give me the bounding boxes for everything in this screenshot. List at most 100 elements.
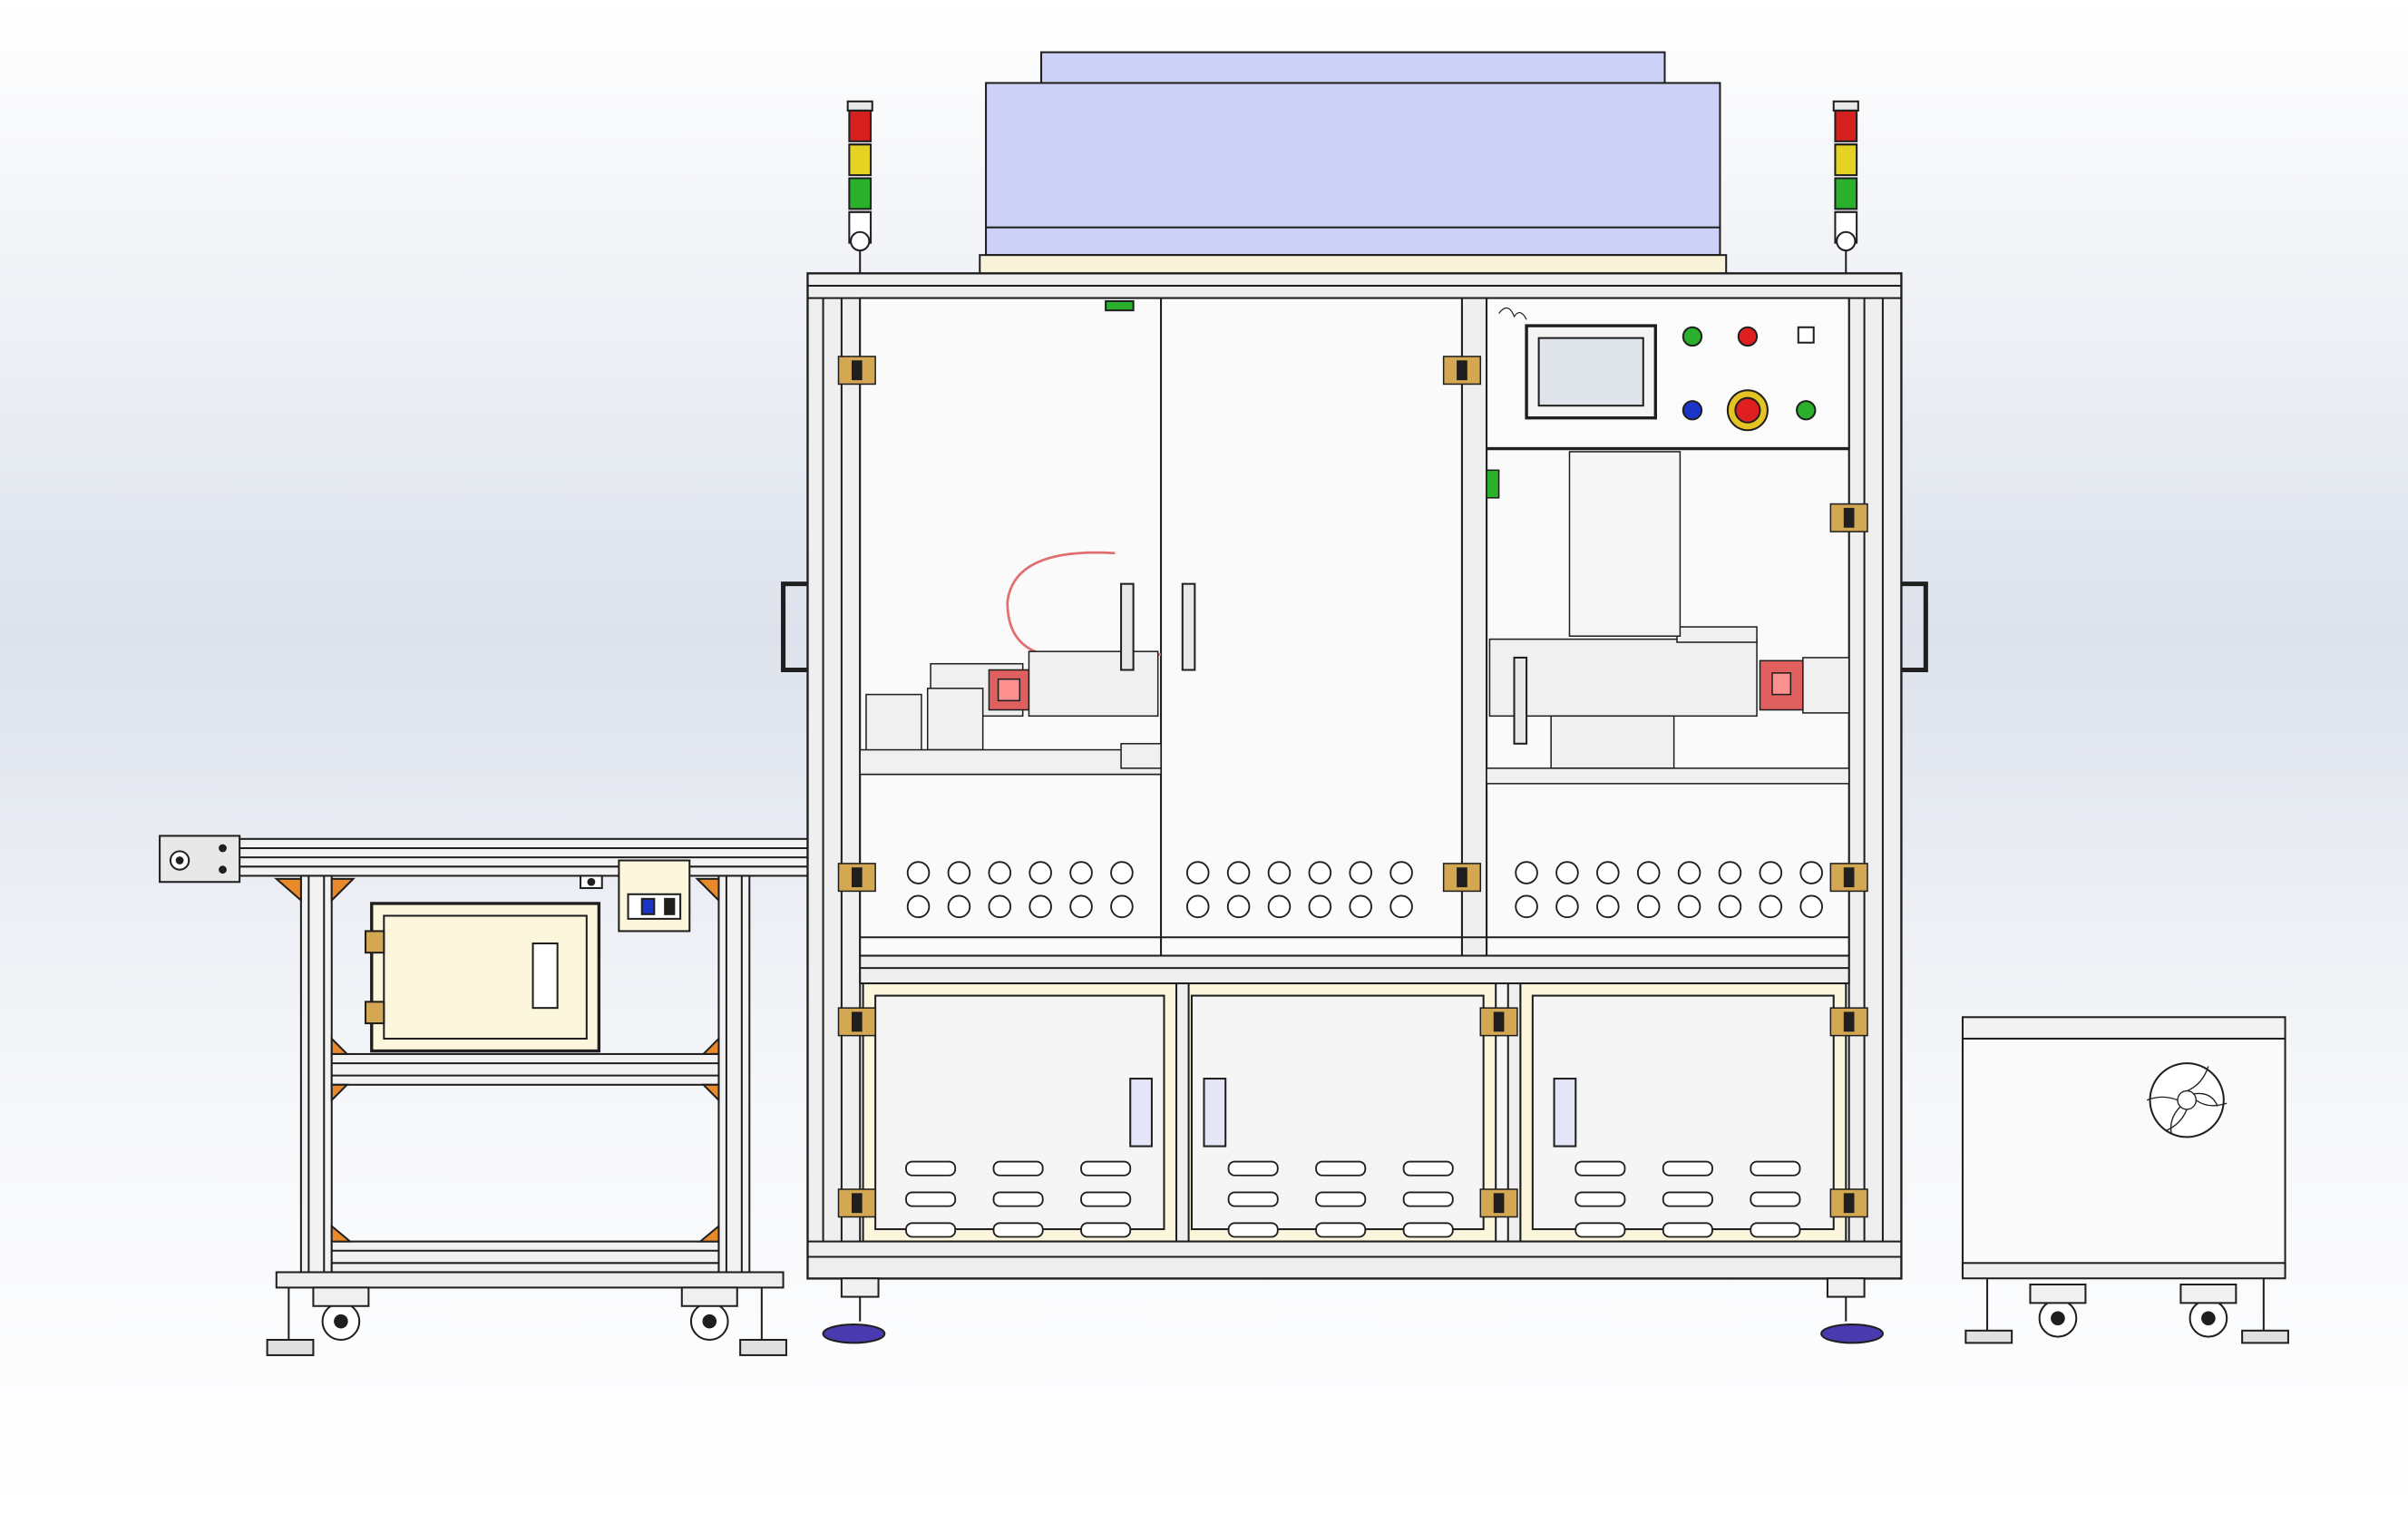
ventilation-holes [906, 861, 1823, 919]
vent-hole [1267, 861, 1292, 884]
hinge-bracket [837, 1007, 876, 1037]
vent-slot [1227, 1191, 1279, 1207]
left-mechanism [859, 551, 1162, 776]
door-handle[interactable] [1513, 656, 1528, 745]
vent-hole [1029, 861, 1052, 884]
vent-slot [1227, 1160, 1279, 1177]
vent-hole [1069, 894, 1093, 919]
reset-button-icon[interactable] [1682, 400, 1703, 421]
hinge-bracket [1829, 1188, 1868, 1218]
vent-hole [1515, 894, 1538, 919]
door-handle[interactable] [1181, 582, 1196, 671]
hinge-bracket [837, 356, 876, 386]
hinge-bracket [1829, 1007, 1868, 1037]
vent-hole [1349, 894, 1372, 919]
signal-lamp [1834, 109, 1858, 142]
vent-hole [1718, 861, 1742, 884]
vent-slot [992, 1160, 1044, 1177]
vent-slot [1662, 1160, 1713, 1177]
fan-icon [2149, 1062, 2225, 1138]
right-signal-tower [1832, 100, 1859, 274]
signal-lamp [1834, 177, 1858, 210]
vent-hole [1069, 861, 1093, 884]
vent-slot [1662, 1222, 1713, 1238]
vent-hole [947, 861, 971, 884]
vent-hole [1226, 861, 1251, 884]
vent-hole [1555, 861, 1579, 884]
vent-hole [1029, 894, 1052, 919]
hinge-brackets [837, 356, 1868, 1218]
ventilation-slots [905, 1160, 1801, 1238]
vent-hole [1759, 861, 1783, 884]
auxiliary-cabinet [1961, 1016, 2289, 1344]
vent-slot [1315, 1222, 1367, 1238]
vent-hole [988, 894, 1012, 919]
vent-slot [905, 1191, 957, 1207]
vent-slot [1750, 1191, 1801, 1207]
vent-hole [1389, 861, 1413, 884]
vent-hole [1110, 894, 1134, 919]
vent-hole [1185, 861, 1210, 884]
vent-slot [1574, 1160, 1626, 1177]
vent-hole [1515, 861, 1538, 884]
machine-feet [822, 1277, 1884, 1344]
hinge-bracket [837, 1188, 876, 1218]
vent-hole [1677, 894, 1701, 919]
vent-hole [1596, 861, 1620, 884]
control-panel [1486, 297, 1850, 451]
door-handle[interactable] [1120, 582, 1135, 671]
stop-button-icon[interactable] [1737, 326, 1759, 347]
vent-hole [1308, 861, 1332, 884]
top-hood [979, 51, 1728, 275]
vent-slot [1080, 1160, 1132, 1177]
infeed-conveyor [159, 835, 809, 1356]
signal-lamp [848, 143, 873, 177]
vent-hole [1389, 894, 1413, 919]
vent-hole [1799, 894, 1823, 919]
vent-hole [1596, 894, 1620, 919]
vent-hole [1799, 861, 1823, 884]
start-button-icon[interactable] [1682, 326, 1703, 347]
vent-hole [1185, 894, 1210, 919]
vent-slot [1315, 1191, 1367, 1207]
signal-lamp [848, 177, 873, 210]
vent-slot [1402, 1191, 1454, 1207]
vent-hole [1636, 894, 1661, 919]
vent-slot [992, 1191, 1044, 1207]
signal-lamp [848, 109, 873, 142]
vent-hole [1636, 861, 1661, 884]
vent-slot [1750, 1160, 1801, 1177]
vent-slot [1574, 1191, 1626, 1207]
hinge-bracket [1829, 503, 1868, 532]
left-signal-tower [846, 100, 873, 274]
vent-slot [1315, 1160, 1367, 1177]
vent-hole [1308, 894, 1332, 919]
vent-slot [1750, 1222, 1801, 1238]
vent-hole [1677, 861, 1701, 884]
indicator-icon [1797, 326, 1815, 344]
hinge-bracket [1479, 1188, 1518, 1218]
vent-hole [1349, 861, 1372, 884]
hinge-bracket [1479, 1007, 1518, 1037]
run-button-icon[interactable] [1796, 400, 1817, 421]
hinge-bracket [1829, 863, 1868, 893]
vent-hole [947, 894, 971, 919]
vent-slot [1227, 1222, 1279, 1238]
vent-slot [1402, 1222, 1454, 1238]
vent-slot [992, 1222, 1044, 1238]
vent-slot [1402, 1160, 1454, 1177]
vent-slot [905, 1160, 957, 1177]
signal-lamp [1834, 143, 1858, 177]
hinge-bracket [1442, 863, 1482, 893]
vent-hole [988, 861, 1012, 884]
vent-hole [1110, 861, 1134, 884]
vent-hole [1555, 894, 1579, 919]
vent-slot [905, 1222, 957, 1238]
vent-hole [1718, 894, 1742, 919]
vent-hole [906, 894, 931, 919]
main-machine [781, 51, 1928, 1344]
vent-slot [1662, 1191, 1713, 1207]
hinge-bracket [1442, 356, 1482, 386]
